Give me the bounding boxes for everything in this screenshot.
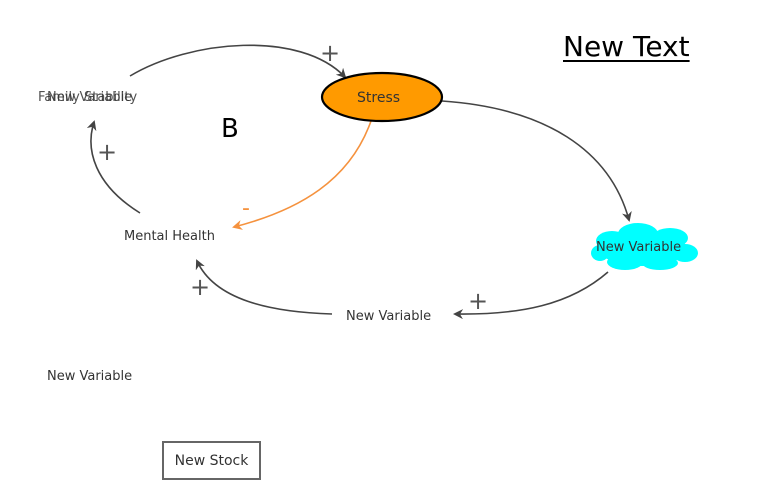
link-stress-to-mental[interactable] (232, 120, 372, 230)
variable-family-stability[interactable]: Family Stability (38, 90, 138, 105)
variable-new-overlap[interactable]: New Variable (47, 90, 133, 105)
stock-new-stock[interactable]: New Stock (162, 441, 261, 480)
link-family-to-stress[interactable] (129, 44, 347, 79)
link-middle-to-mental[interactable] (195, 259, 333, 315)
variable-middle[interactable]: New Variable (346, 309, 432, 324)
variable-lone[interactable]: New Variable (47, 369, 133, 384)
link-mental-to-family[interactable] (86, 120, 141, 214)
sign-family-to-stress: + (320, 39, 341, 67)
sign-cloud-to-middle: + (468, 287, 489, 315)
link-stress-to-cloud[interactable] (441, 100, 632, 222)
sign-mental-to-family: + (97, 138, 118, 166)
link-cloud-to-middle[interactable] (453, 271, 609, 320)
stress-node-shape[interactable] (320, 71, 444, 123)
annotation-new-text[interactable]: New Text (563, 30, 690, 63)
variable-stress[interactable]: Stress (357, 90, 401, 106)
sign-middle-to-mental: + (190, 273, 211, 301)
sign-stress-to-mental: - (242, 196, 250, 221)
variable-mental-health[interactable]: Mental Health (124, 229, 215, 244)
cloud-node-shape[interactable] (591, 223, 698, 270)
loop-label-balancing[interactable]: B (221, 114, 239, 144)
variable-cloud[interactable]: New Variable (596, 240, 682, 255)
